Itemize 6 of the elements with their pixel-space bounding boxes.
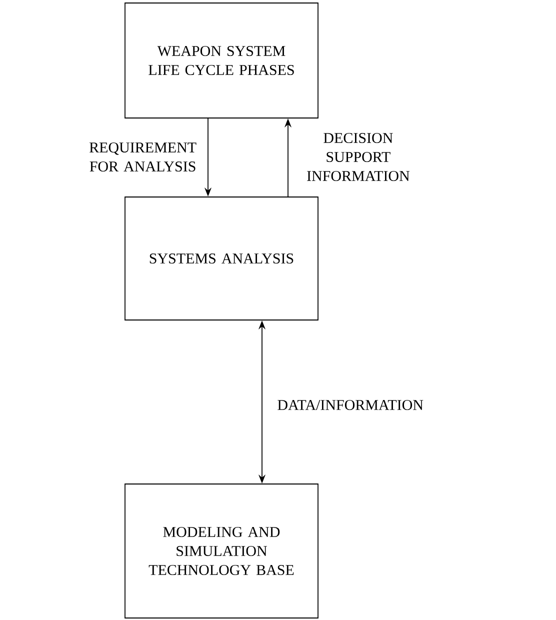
edge-label: DATA/INFORMATION <box>278 400 424 410</box>
edge-label: REQUIREMENT FOR ANALYSIS <box>90 142 196 172</box>
process-box: WEAPON SYSTEM LIFE CYCLE PHASES <box>124 2 318 118</box>
edge-label: DECISION SUPPORT INFORMATION <box>307 132 410 182</box>
process-box: MODELING AND SIMULATION TECHNOLOGY BASE <box>124 484 318 618</box>
process-box: SYSTEMS ANALYSIS <box>124 196 318 320</box>
